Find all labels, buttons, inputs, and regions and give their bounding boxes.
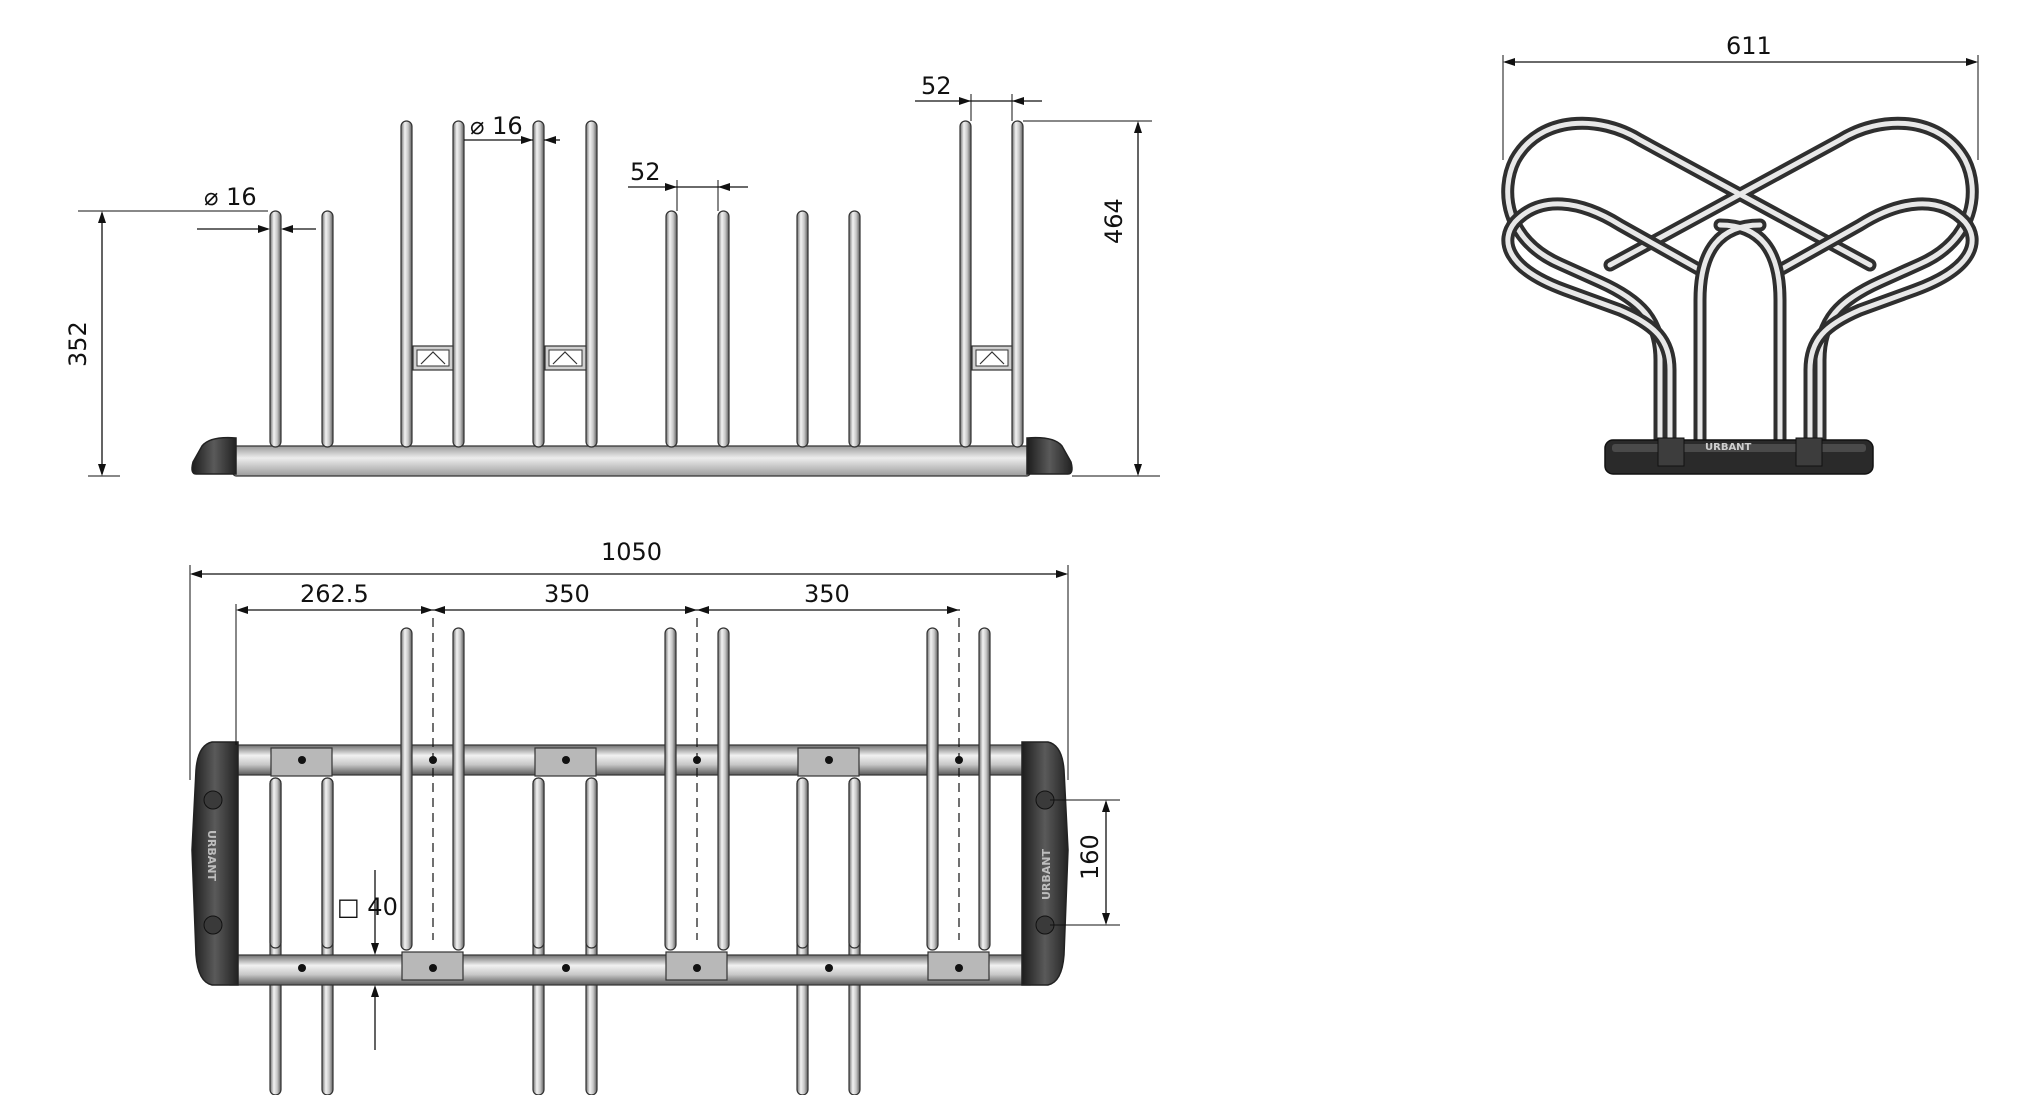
front-endcap-left [191,436,237,475]
side-wire-frame [1501,116,1979,447]
dim-tube-diameter-mid: ⌀ 16 [464,112,560,144]
top-tube [664,627,677,951]
front-tube [269,210,282,448]
top-tube [269,777,282,949]
dim-tube-diameter-left: ⌀ 16 [197,183,316,233]
front-tube [796,210,809,448]
top-rail-front [229,954,1031,986]
top-endcap-right: URBANT [1021,741,1069,986]
dim-label: 52 [630,158,661,186]
side-view: URBANT 611 [1501,32,1979,475]
top-tube [848,777,861,949]
front-base-rail [232,445,1031,477]
dim-spacing-mid: 52 [628,158,748,211]
dim-label: 262.5 [300,580,369,608]
top-tube [400,627,413,951]
dim-side-width: 611 [1502,32,1979,160]
top-view: URBANT URBANT 1050 262.5 [189,538,1120,1095]
front-clamp [971,345,1013,371]
dim-label: 350 [544,580,590,608]
top-endcap-left: URBANT [191,741,239,986]
front-tube [848,210,861,448]
top-tube [532,777,545,949]
front-tube [532,120,545,448]
top-rail-back [229,744,1031,776]
front-tube [665,210,678,448]
front-tube [717,210,730,448]
top-tube [978,627,991,951]
top-tube [717,627,730,951]
front-tube [321,210,334,448]
dim-spacing-right: 52 [915,72,1042,121]
dim-label: 350 [804,580,850,608]
endcap-logo: URBANT [205,830,218,882]
top-tube [926,627,939,951]
front-endcap-right [1026,436,1073,475]
top-plates-back [270,747,963,777]
front-clamp [544,345,587,371]
top-tube [452,627,465,951]
front-tube [400,120,413,448]
dim-tube-section: □ 40 [337,870,398,1050]
dim-label: 464 [1100,198,1128,244]
front-tube [1011,120,1024,448]
front-clamp [412,345,454,371]
dim-label: 352 [64,321,92,367]
top-tube [321,777,334,949]
dim-overall-length: 1050 [189,538,1069,780]
dim-label: □ 40 [337,893,398,921]
side-base-logo: URBANT [1705,442,1752,453]
top-tube [796,777,809,949]
dim-rail-spacing: 160 [1050,799,1120,926]
dim-height-low: 352 [64,210,268,477]
dim-label: ⌀ 16 [470,112,523,140]
front-tube [452,120,465,448]
dim-height-high: 464 [1023,120,1160,477]
dim-label: 52 [921,72,952,100]
top-tube [585,777,598,949]
dim-label: 1050 [601,538,662,566]
front-view: ⌀ 16 ⌀ 16 52 52 [64,72,1160,477]
dim-label: ⌀ 16 [204,183,257,211]
endcap-logo: URBANT [1040,848,1053,900]
front-tube [959,120,972,448]
dim-pitch-chain: 262.5 350 350 [235,580,960,745]
dim-label: 611 [1726,32,1772,60]
top-plates-front [298,951,990,981]
front-tube [585,120,598,448]
dim-label: 160 [1076,834,1104,880]
